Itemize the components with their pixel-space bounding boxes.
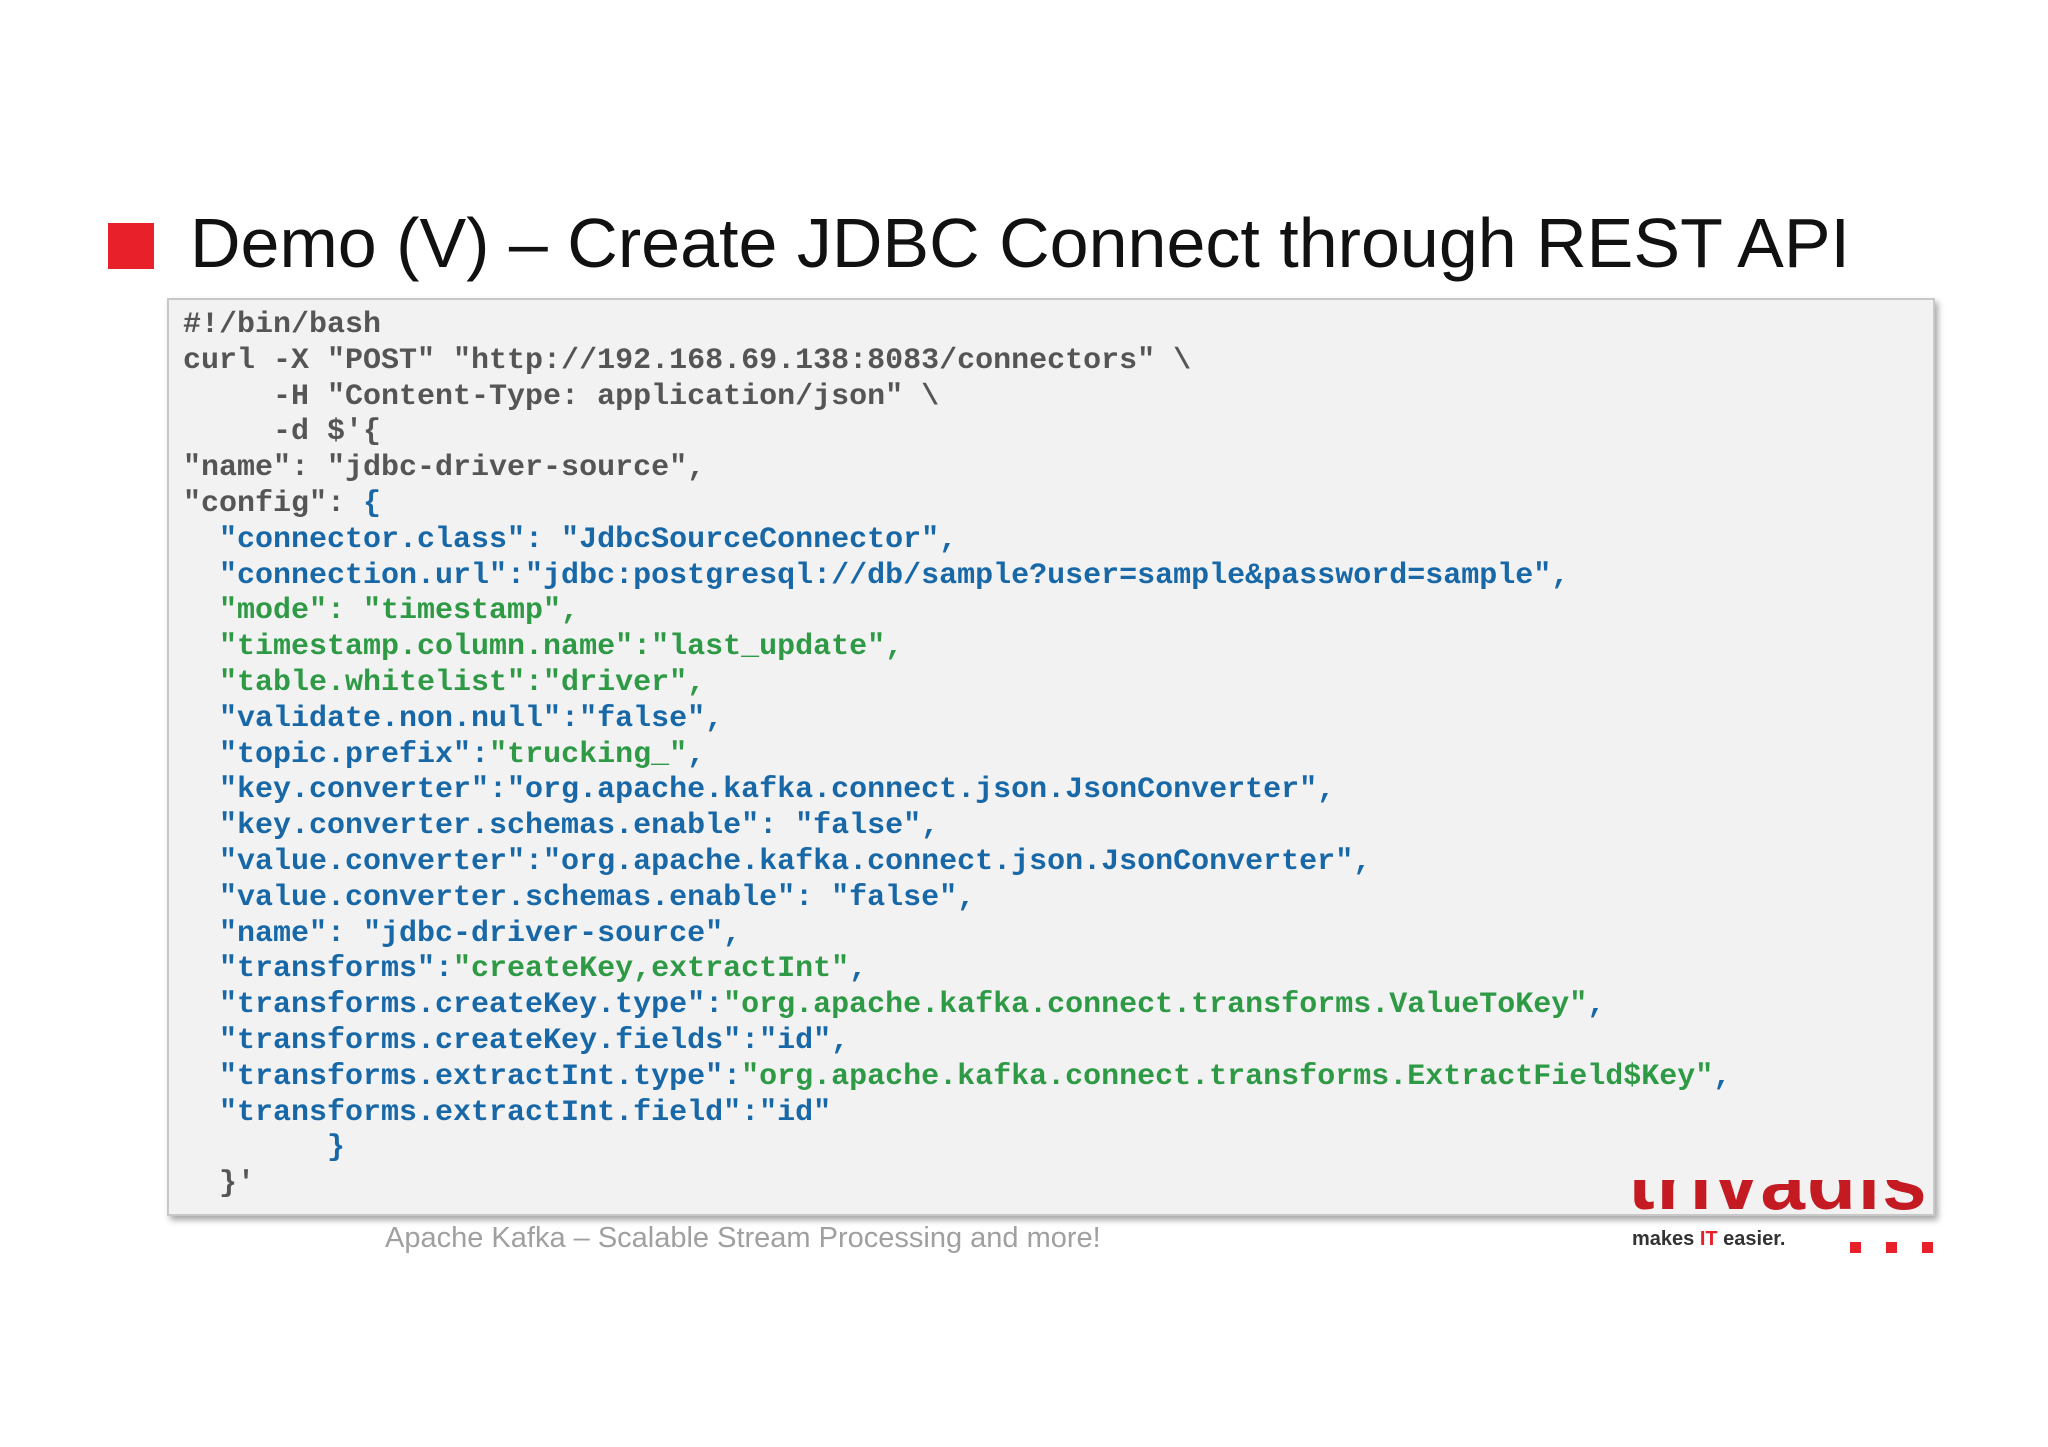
code-token: ,: [1587, 988, 1606, 1023]
code-token: "name": "jdbc-driver-source",: [183, 916, 742, 951]
code-token: ,: [1713, 1059, 1732, 1094]
code-line: }': [183, 1167, 1731, 1203]
code-line: "value.converter":"org.apache.kafka.conn…: [183, 845, 1731, 881]
logo-wordmark: trivadis: [1628, 1180, 1946, 1220]
code-token: "name": "jdbc-driver-source",: [183, 451, 706, 486]
code-token: "value.converter":"org.apache.kafka.conn…: [183, 844, 1372, 879]
code-line: "topic.prefix":"trucking_",: [183, 738, 1731, 774]
code-line: "name": "jdbc-driver-source",: [183, 917, 1731, 953]
company-logo: trivadis makes IT easier.: [1600, 1180, 1950, 1260]
code-line: "transforms.extractInt.field":"id": [183, 1096, 1731, 1132]
code-line: #!/bin/bash: [183, 308, 1731, 344]
code-token: -d $'{: [183, 415, 382, 450]
logo-tagline: makes IT easier.: [1632, 1228, 1786, 1250]
code-line: "name": "jdbc-driver-source",: [183, 451, 1731, 487]
logo-dot: [1886, 1242, 1897, 1253]
code-token: "trucking_": [489, 737, 688, 772]
slide-title: Demo (V) – Create JDBC Connect through R…: [190, 204, 1850, 282]
code-line: "config": {: [183, 487, 1731, 523]
code-token: "transforms":: [183, 952, 454, 987]
code-token: "connection.url":"jdbc:postgresql://db/s…: [183, 558, 1570, 593]
code-line: "key.converter.schemas.enable": "false",: [183, 809, 1731, 845]
code-line: "transforms.extractInt.type":"org.apache…: [183, 1060, 1731, 1096]
code-token: "transforms.extractInt.type":: [183, 1059, 742, 1094]
code-line: "mode": "timestamp",: [183, 594, 1731, 630]
code-token: "transforms.extractInt.field":"id": [183, 1095, 832, 1130]
code-line: "transforms":"createKey,extractInt",: [183, 952, 1731, 988]
code-token: }: [183, 1131, 346, 1166]
code-token: "connector.class": "JdbcSourceConnector"…: [183, 522, 958, 557]
code-token: "key.converter":"org.apache.kafka.connec…: [183, 773, 1336, 808]
code-token: "createKey,extractInt": [453, 952, 850, 987]
code-line: "value.converter.schemas.enable": "false…: [183, 881, 1731, 917]
code-token: "org.apache.kafka.connect.transforms.Ext…: [741, 1059, 1714, 1094]
code-token: "org.apache.kafka.connect.transforms.Val…: [723, 988, 1588, 1023]
code-token: ,: [849, 952, 868, 987]
code-line: "transforms.createKey.type":"org.apache.…: [183, 988, 1731, 1024]
code-token: curl -X "POST" "http://192.168.69.138:80…: [183, 343, 1192, 378]
code-line: "validate.non.null":"false",: [183, 702, 1731, 738]
code-token: "transforms.createKey.type":: [183, 988, 724, 1023]
logo-dot: [1850, 1242, 1861, 1253]
code-line: "timestamp.column.name":"last_update",: [183, 630, 1731, 666]
code-token: "transforms.createKey.fields":"id",: [183, 1023, 850, 1058]
logo-dot: [1922, 1242, 1933, 1253]
code-token: "value.converter.schemas.enable": "false…: [183, 880, 976, 915]
code-token: "config":: [183, 486, 364, 521]
code-token: "mode": "timestamp",: [183, 594, 580, 629]
code-line: "transforms.createKey.fields":"id",: [183, 1024, 1731, 1060]
code-token: "key.converter.schemas.enable": "false",: [183, 809, 940, 844]
code-token: "validate.non.null":"false",: [183, 701, 724, 736]
code-line: "connector.class": "JdbcSourceConnector"…: [183, 523, 1731, 559]
code-token: ,: [687, 737, 706, 772]
code-line: "connection.url":"jdbc:postgresql://db/s…: [183, 559, 1731, 595]
footer-text: Apache Kafka – Scalable Stream Processin…: [385, 1222, 1101, 1254]
code-line: }: [183, 1131, 1731, 1167]
title-bullet-square: [108, 223, 154, 269]
code-token: "topic.prefix":: [183, 737, 490, 772]
code-token: #!/bin/bash: [183, 308, 382, 342]
code-line: "table.whitelist":"driver",: [183, 666, 1731, 702]
code-line: -d $'{: [183, 415, 1731, 451]
code-line: curl -X "POST" "http://192.168.69.138:80…: [183, 344, 1731, 380]
code-token: "timestamp.column.name":"last_update",: [183, 630, 904, 665]
logo-dots: [1850, 1242, 1950, 1254]
code-token: "table.whitelist":"driver",: [183, 665, 706, 700]
code-token: }': [183, 1167, 256, 1202]
code-token: -H "Content-Type: application/json" \: [183, 379, 940, 414]
code-line: "key.converter":"org.apache.kafka.connec…: [183, 773, 1731, 809]
code-line: -H "Content-Type: application/json" \: [183, 380, 1731, 416]
code-token: {: [363, 486, 382, 521]
